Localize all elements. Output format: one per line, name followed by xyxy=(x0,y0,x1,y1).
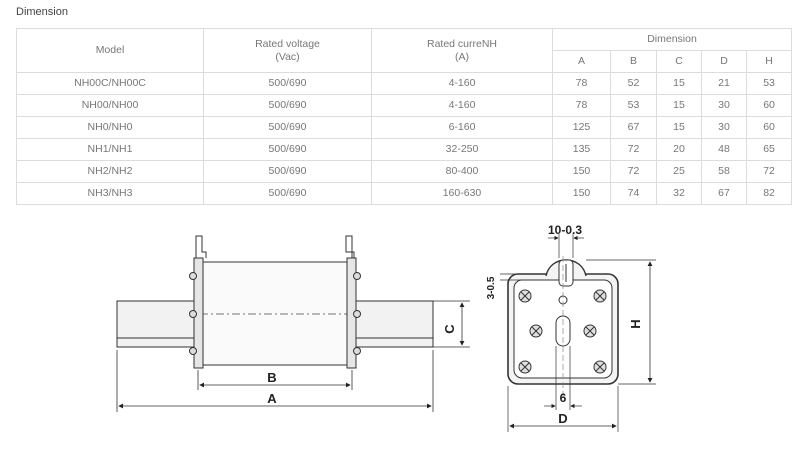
cell-dim-h: 82 xyxy=(745,182,793,205)
cell-dim-d: 67 xyxy=(701,182,747,205)
cell-current: 4-160 xyxy=(371,94,553,117)
label-d: D xyxy=(558,411,567,426)
table-row: NH0/NH0 500/690 6-160 125 67 15 30 60 xyxy=(16,116,793,139)
header-dim-h: H xyxy=(745,50,793,73)
header-voltage-line1: Rated voltage xyxy=(255,37,320,50)
header-dim-d: D xyxy=(701,50,747,73)
cell-dim-b: 72 xyxy=(610,160,657,183)
fuse-dimension-drawing: C B A xyxy=(116,223,656,432)
cell-current: 4-160 xyxy=(371,72,553,95)
header-current: Rated curreNH (A) xyxy=(371,28,553,73)
cell-dim-c: 15 xyxy=(656,72,702,95)
cell-voltage: 500/690 xyxy=(203,138,372,161)
cell-dim-a: 135 xyxy=(552,138,611,161)
fuse-front-view xyxy=(500,234,656,432)
cell-dim-a: 78 xyxy=(552,72,611,95)
cell-dim-d: 30 xyxy=(701,94,747,117)
table-row: NH00/NH00 500/690 4-160 78 53 15 30 60 xyxy=(16,94,793,117)
table-row: NH1/NH1 500/690 32-250 135 72 20 48 65 xyxy=(16,138,793,161)
cell-voltage: 500/690 xyxy=(203,72,372,95)
cell-dim-c: 20 xyxy=(656,138,702,161)
cell-current: 160-630 xyxy=(371,182,553,205)
table-row: NH00C/NH00C 500/690 4-160 78 52 15 21 53 xyxy=(16,72,793,95)
cell-voltage: 500/690 xyxy=(203,182,372,205)
cell-dim-b: 72 xyxy=(610,138,657,161)
header-model: Model xyxy=(16,28,204,73)
cell-model: NH2/NH2 xyxy=(16,160,204,183)
label-top-width: 10-0.3 xyxy=(548,223,582,237)
cell-current: 6-160 xyxy=(371,116,553,139)
label-a: A xyxy=(267,391,277,406)
section-title: Dimension xyxy=(16,6,68,18)
cell-dim-d: 30 xyxy=(701,116,747,139)
cell-dim-d: 48 xyxy=(701,138,747,161)
header-voltage: Rated voltage (Vac) xyxy=(203,28,372,73)
cell-dim-b: 52 xyxy=(610,72,657,95)
header-dimension: Dimension xyxy=(551,28,793,51)
fuse-side-view xyxy=(116,235,470,412)
label-6: 6 xyxy=(560,391,567,405)
header-dim-c: C xyxy=(656,50,702,73)
cell-dim-h: 65 xyxy=(745,138,793,161)
cell-dim-b: 67 xyxy=(610,116,657,139)
cell-voltage: 500/690 xyxy=(203,116,372,139)
cell-model: NH1/NH1 xyxy=(16,138,204,161)
cell-dim-a: 150 xyxy=(552,182,611,205)
label-side-thickness: 3-0.5 xyxy=(486,276,497,299)
cell-model: NH0/NH0 xyxy=(16,116,204,139)
cell-model: NH00/NH00 xyxy=(16,94,204,117)
table-row: NH3/NH3 500/690 160-630 150 74 32 67 82 xyxy=(16,182,793,205)
dimension-table: Model Rated voltage (Vac) Rated curreNH … xyxy=(16,28,793,205)
cell-current: 32-250 xyxy=(371,138,553,161)
table-row: NH2/NH2 500/690 80-400 150 72 25 58 72 xyxy=(16,160,793,183)
cell-dim-c: 25 xyxy=(656,160,702,183)
cell-dim-d: 21 xyxy=(701,72,747,95)
label-h: H xyxy=(628,319,643,328)
cell-dim-c: 32 xyxy=(656,182,702,205)
header-dim-b: B xyxy=(610,50,657,73)
cell-dim-a: 150 xyxy=(552,160,611,183)
header-voltage-line2: (Vac) xyxy=(275,50,300,63)
cell-voltage: 500/690 xyxy=(203,94,372,117)
cell-dim-h: 53 xyxy=(745,72,793,95)
cell-dim-b: 74 xyxy=(610,182,657,205)
header-dim-a: A xyxy=(552,50,611,73)
label-b: B xyxy=(267,370,276,385)
screw-icons xyxy=(518,289,607,374)
header-current-line2: (A) xyxy=(455,50,469,63)
cell-dim-c: 15 xyxy=(656,116,702,139)
label-c: C xyxy=(442,324,457,334)
cell-dim-h: 72 xyxy=(745,160,793,183)
cell-dim-a: 125 xyxy=(552,116,611,139)
cell-model: NH3/NH3 xyxy=(16,182,204,205)
cell-dim-c: 15 xyxy=(656,94,702,117)
cell-current: 80-400 xyxy=(371,160,553,183)
header-current-line1: Rated curreNH xyxy=(426,37,498,50)
cell-dim-h: 60 xyxy=(745,116,793,139)
cell-dim-d: 58 xyxy=(701,160,747,183)
cell-dim-a: 78 xyxy=(552,94,611,117)
cell-voltage: 500/690 xyxy=(203,160,372,183)
cell-dim-h: 60 xyxy=(745,94,793,117)
cell-model: NH00C/NH00C xyxy=(16,72,204,95)
cell-dim-b: 53 xyxy=(610,94,657,117)
